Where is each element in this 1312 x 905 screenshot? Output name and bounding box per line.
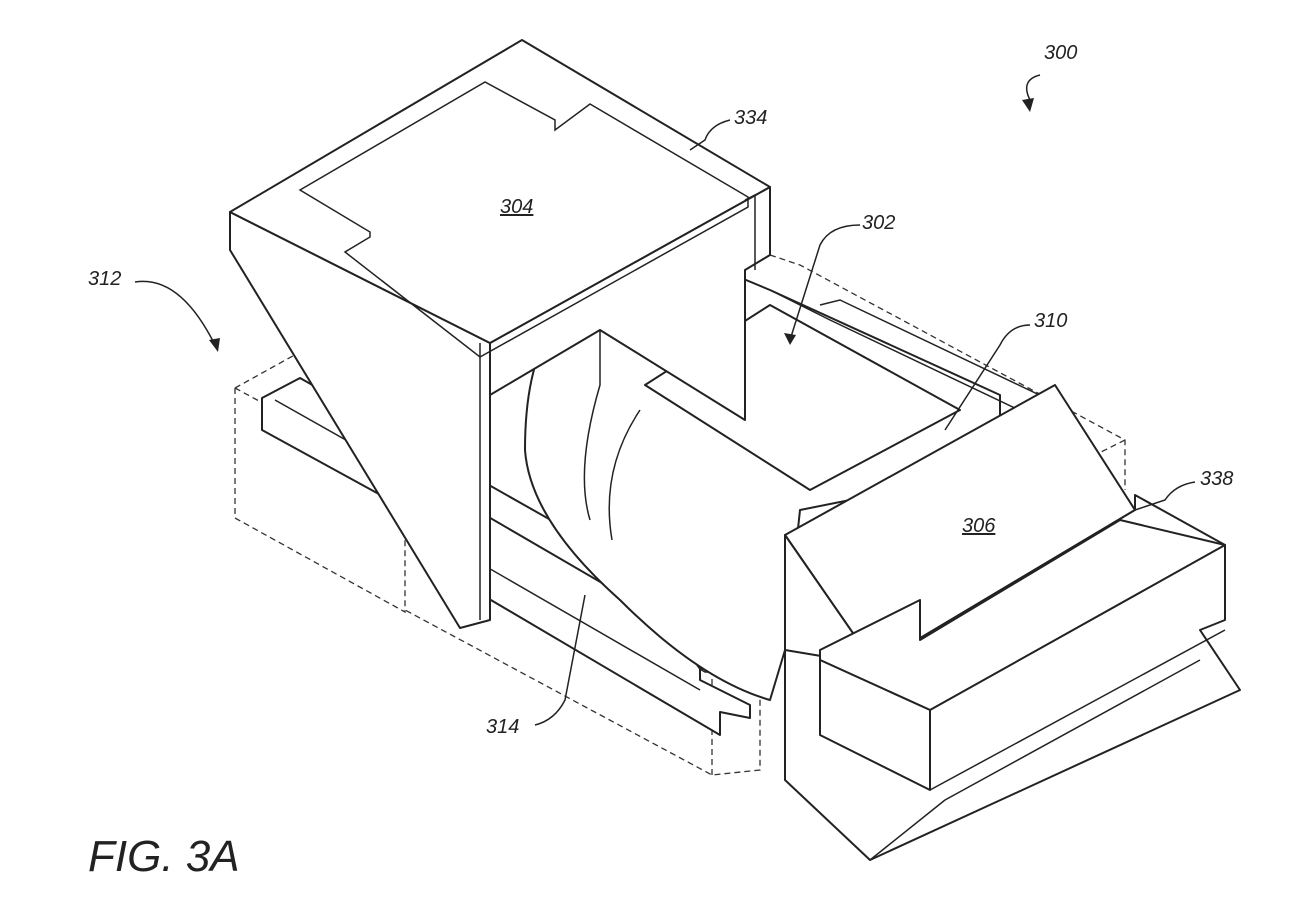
leader-lines [134, 74, 1196, 726]
label-312: 312 [88, 268, 122, 290]
label-314: 314 [486, 716, 520, 738]
hopper [229, 39, 771, 629]
label-306: 306 [962, 515, 996, 537]
dashed-outline-right [769, 254, 1126, 490]
figure-title: FIG. 3A [88, 832, 240, 881]
label-338: 338 [1200, 468, 1234, 490]
label-310: 310 [1034, 310, 1068, 332]
base-block [784, 494, 1241, 861]
label-304: 304 [500, 196, 534, 218]
label-334: 334 [734, 107, 768, 129]
label-300: 300 [1044, 42, 1078, 64]
label-302: 302 [862, 212, 896, 234]
